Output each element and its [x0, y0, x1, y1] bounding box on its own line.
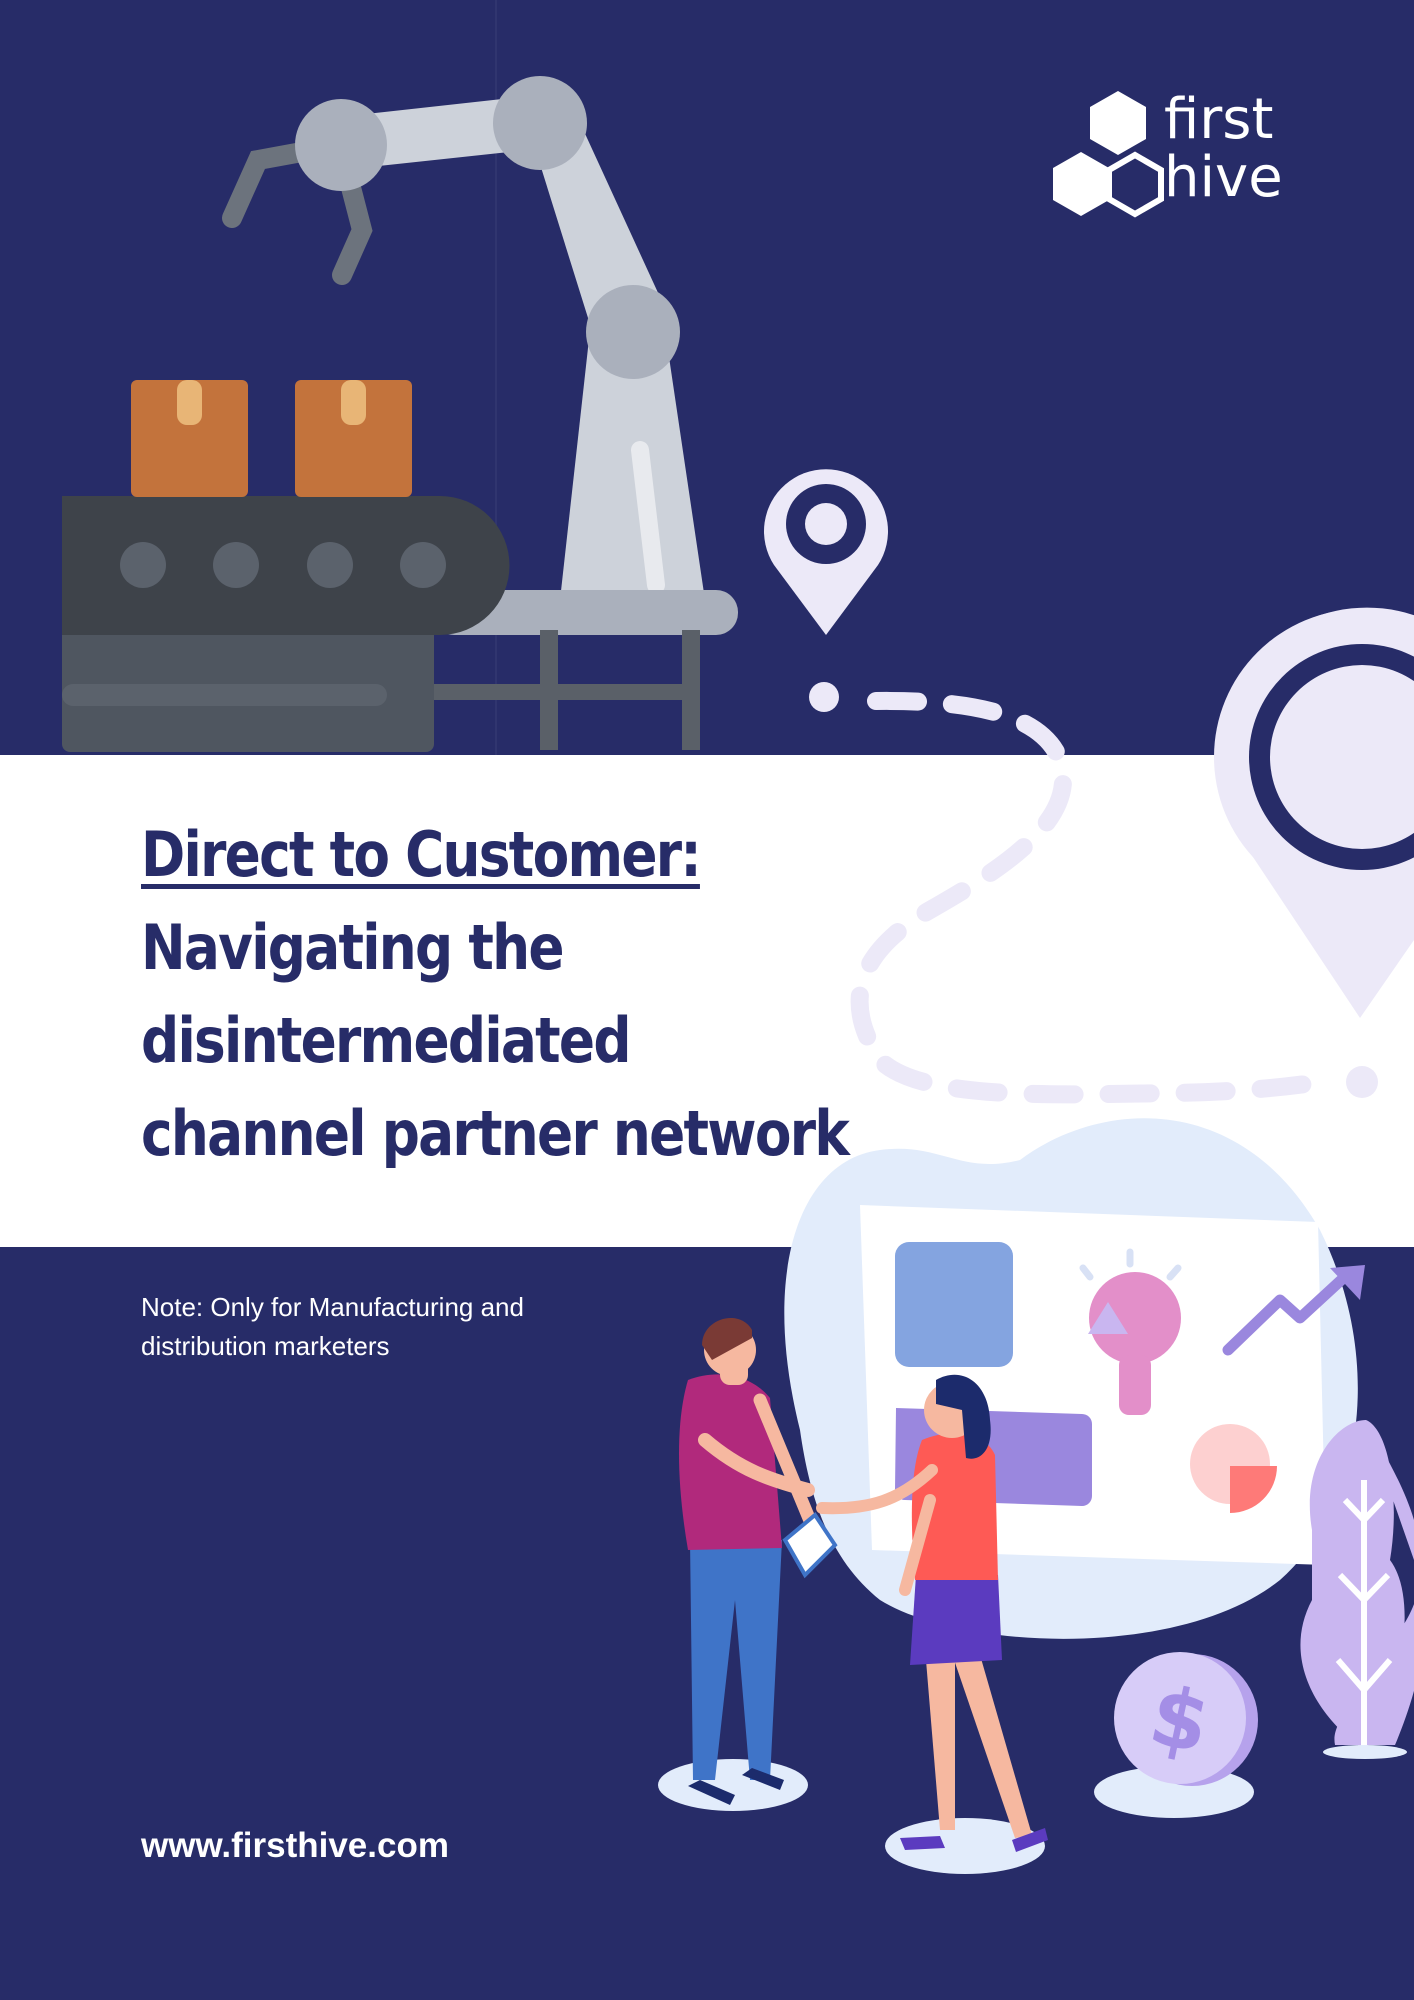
trend-arrow-icon: [1222, 1265, 1365, 1356]
man-shadow: [658, 1759, 808, 1811]
robot-arm-icon: [222, 76, 705, 600]
audience-note: Note: Only for Manufacturing and distrib…: [141, 1288, 621, 1366]
page-title: Direct to Customer: Navigating the disin…: [141, 808, 850, 1180]
title-line-2: Navigating the: [141, 911, 564, 984]
note-line-2: distribution marketers: [141, 1331, 390, 1361]
dashed-route: [809, 682, 1378, 1104]
lightbulb-icon: [1079, 1248, 1182, 1415]
woman-shadow: [885, 1818, 1045, 1874]
title-line-3: disintermediated: [141, 1004, 632, 1077]
location-pin-icon: [764, 469, 888, 635]
dollar-coin-icon: $: [1094, 1652, 1258, 1818]
firsthive-logo: first hive: [1048, 88, 1330, 228]
note-line-1: Note: Only for Manufacturing and: [141, 1292, 524, 1322]
title-line-4: channel partner network: [141, 1097, 850, 1170]
box-icon: [131, 380, 412, 497]
logo-text-first: first: [1164, 87, 1274, 152]
plant-icon: [1300, 1420, 1414, 1759]
website-link[interactable]: www.firsthive.com: [141, 1826, 449, 1865]
pie-chart-icon: [1190, 1424, 1277, 1513]
conveyor-belt-icon: [62, 496, 738, 752]
dashboard-illustration: [784, 1118, 1365, 1639]
hexagon-logo-icon: [1053, 91, 1164, 218]
woman-figure: [816, 1374, 1048, 1852]
logo-text-hive: hive: [1164, 145, 1283, 210]
man-figure: [679, 1317, 838, 1805]
large-location-pin-icon: [1214, 607, 1414, 1018]
title-line-1: Direct to Customer:: [141, 818, 702, 891]
